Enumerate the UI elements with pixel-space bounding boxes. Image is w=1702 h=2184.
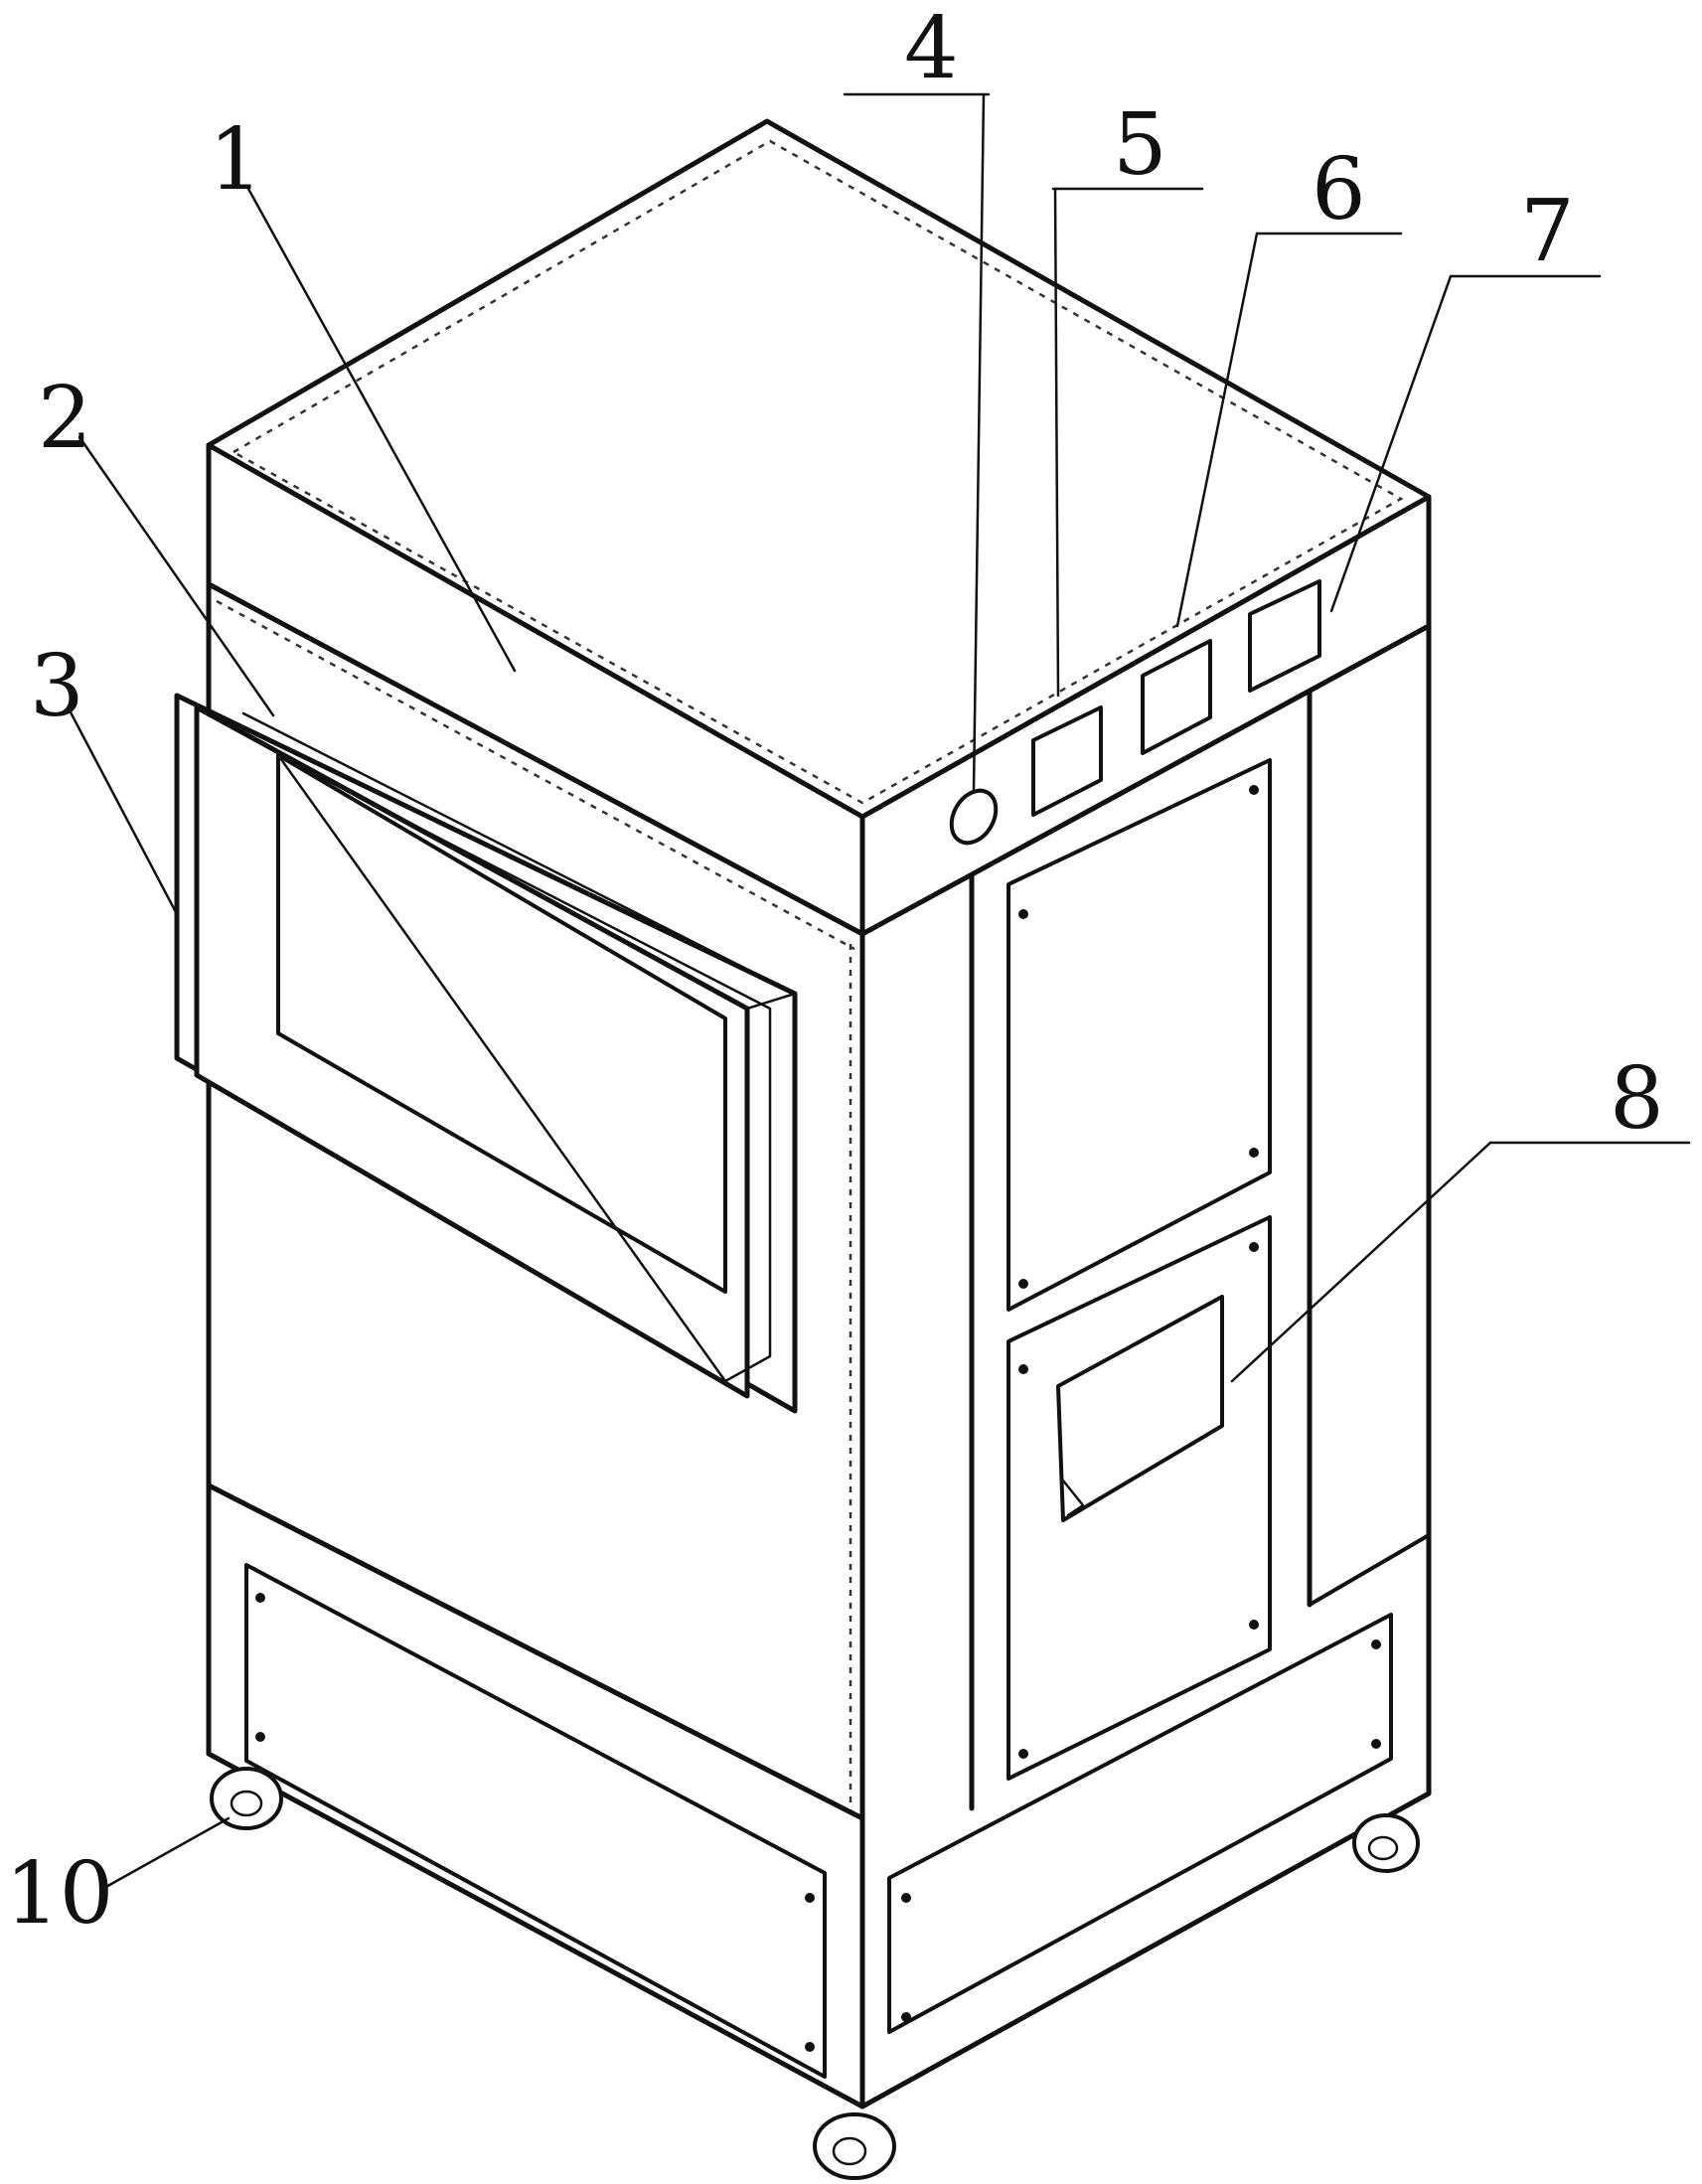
caster-right bbox=[1352, 1813, 1420, 1873]
caster-front-left bbox=[210, 1767, 283, 1830]
callout-1: 1 bbox=[209, 110, 263, 210]
callout-5: 5 bbox=[1113, 95, 1167, 195]
callout-labels: 1 2 3 4 5 6 7 8 10 bbox=[5, 0, 1664, 1944]
callout-10: 10 bbox=[5, 1844, 113, 1944]
switch-7 bbox=[1248, 579, 1321, 693]
callout-4: 4 bbox=[904, 0, 959, 98]
upper-door-panel bbox=[1006, 758, 1272, 1312]
cabinet-base bbox=[206, 1482, 1393, 2109]
front-opening bbox=[174, 693, 798, 1414]
callout-7: 7 bbox=[1520, 182, 1575, 281]
callout-8: 8 bbox=[1610, 1049, 1664, 1149]
callout-3: 3 bbox=[30, 637, 84, 736]
leader-lines bbox=[68, 92, 1691, 1890]
callout-6: 6 bbox=[1312, 140, 1366, 239]
inspection-window bbox=[1056, 1295, 1224, 1522]
switch-6 bbox=[1141, 639, 1212, 755]
switch-5 bbox=[1031, 705, 1103, 817]
right-face-frame bbox=[969, 688, 1431, 1811]
round-indicator bbox=[949, 788, 999, 846]
caster-wheels bbox=[210, 1767, 1420, 2180]
callout-2: 2 bbox=[38, 369, 92, 468]
lid-controls bbox=[949, 579, 1321, 846]
caster-front-center bbox=[813, 2112, 896, 2180]
